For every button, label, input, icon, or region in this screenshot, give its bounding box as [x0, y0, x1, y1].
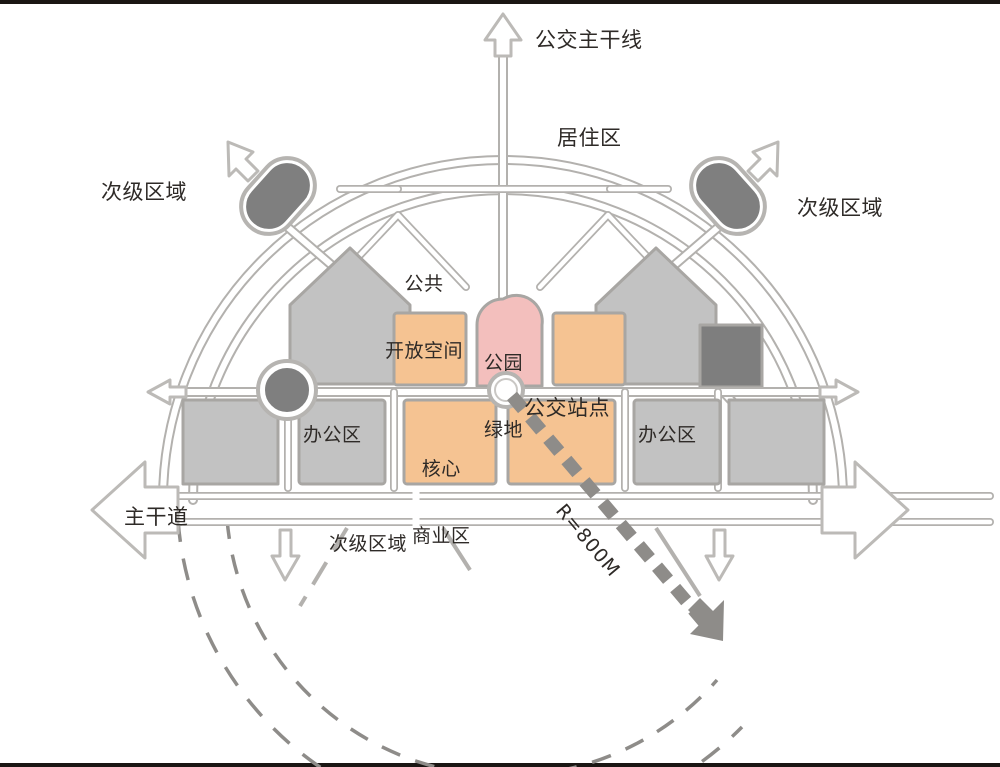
catchment-radius-arcs	[176, 518, 744, 767]
secondary-arrow-right-icon	[746, 140, 780, 183]
block-bus-station-area[interactable]	[506, 398, 617, 486]
radius-dash-dot-arrow	[507, 391, 724, 641]
secondary-arrow-left-icon	[226, 140, 260, 183]
block-core-commercial[interactable]	[402, 398, 498, 486]
main-arterial-arrow-right-icon	[820, 460, 910, 560]
block-open-space-left[interactable]	[288, 246, 412, 386]
mid-road-arrow-right-icon	[818, 378, 860, 406]
main-arterial-arrow-left-icon	[90, 460, 180, 560]
feeder-road-right-2	[654, 526, 702, 598]
block-office-right[interactable]	[632, 398, 722, 486]
arterial-down-arrow-left-icon	[270, 528, 301, 582]
plaza-circle-node[interactable]	[256, 359, 318, 421]
block-park-green[interactable]	[475, 293, 544, 388]
feeder-road-left	[298, 526, 349, 608]
block-edge-right[interactable]	[727, 398, 826, 486]
block-dark-right[interactable]	[698, 323, 764, 389]
block-office-left[interactable]	[297, 398, 387, 486]
secondary-node-left[interactable]	[235, 152, 322, 241]
bus-trunk-arrow-icon	[483, 12, 523, 58]
frame-border-bottom	[0, 763, 1000, 767]
frame-border-top	[0, 0, 1000, 4]
feeder-road-right	[441, 526, 472, 572]
radius-arrow-head-icon	[688, 598, 724, 641]
block-edge-left[interactable]	[181, 398, 280, 486]
catchment-arc-inner	[225, 518, 719, 767]
arterial-down-arrow-right-icon	[704, 528, 735, 582]
secondary-node-right[interactable]	[685, 152, 772, 241]
block-orange-left[interactable]	[392, 311, 468, 387]
block-orange-right[interactable]	[551, 311, 627, 387]
mid-road-arrow-left-icon	[146, 378, 188, 406]
